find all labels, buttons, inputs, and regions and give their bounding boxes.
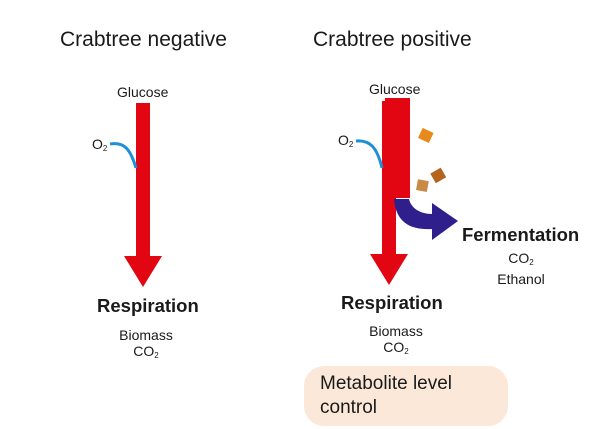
right-product-biomass: Biomass: [369, 323, 423, 339]
right-panel-title: Crabtree positive: [313, 28, 472, 51]
fermentation-product-co2: CO2: [508, 250, 534, 267]
metabolite-control-box: Metabolite level control: [304, 366, 508, 426]
left-product-biomass: Biomass: [119, 327, 173, 343]
metabolite-squares: [416, 127, 447, 192]
right-glucose-label: Glucose: [369, 81, 421, 97]
left-oxygen-curve: [109, 142, 138, 169]
fermentation-product-ethanol: Ethanol: [497, 271, 545, 287]
right-respiration-label: Respiration: [341, 292, 443, 313]
fermentation-arrow: [394, 199, 458, 240]
right-oxygen-curve: [355, 139, 384, 169]
left-panel-title: Crabtree negative: [60, 28, 227, 51]
metabolite-control-label: Metabolite level control: [320, 373, 453, 418]
right-product-co2: CO2: [383, 339, 409, 356]
left-oxygen-label: O2: [92, 136, 108, 153]
right-products: Biomass CO2: [356, 323, 436, 360]
left-respiration-label: Respiration: [97, 295, 199, 316]
right-glucose-bar: [385, 98, 410, 198]
left-glucose-label: Glucose: [117, 84, 169, 100]
left-respiration-arrow: [124, 103, 162, 287]
right-oxygen-label: O2: [338, 132, 354, 149]
fermentation-label: Fermentation: [462, 224, 580, 245]
left-products: Biomass CO2: [106, 327, 186, 364]
left-product-co2: CO2: [133, 343, 159, 360]
fermentation-products: CO2 Ethanol: [486, 250, 556, 287]
